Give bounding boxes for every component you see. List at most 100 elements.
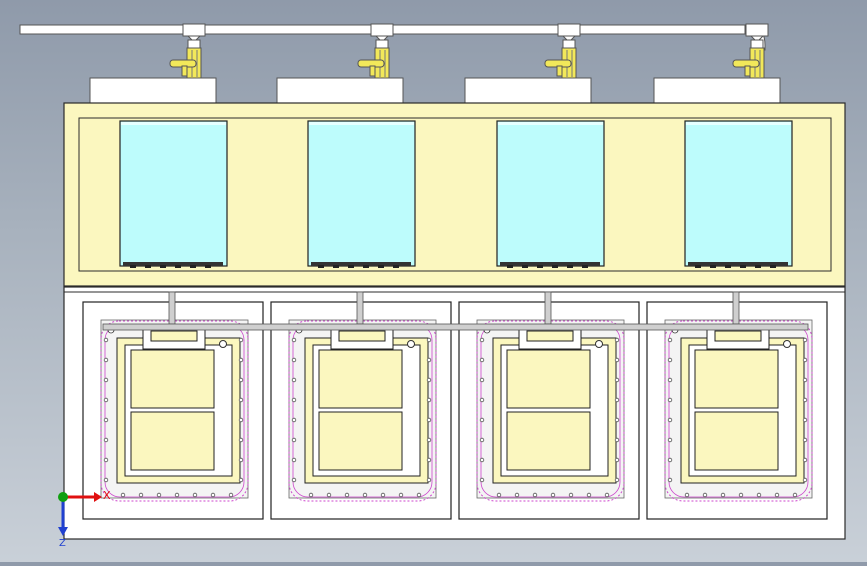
- cyan-window[interactable]: [496, 120, 605, 268]
- rivet-icon: [586, 492, 592, 498]
- lower-module[interactable]: [458, 291, 640, 520]
- latch-plate: [150, 330, 198, 342]
- pipe-tee[interactable]: [182, 23, 206, 37]
- door-pane-lower[interactable]: [694, 411, 779, 471]
- lower-module[interactable]: [646, 291, 828, 520]
- rivet-icon: [568, 492, 574, 498]
- pipe-tee[interactable]: [745, 23, 769, 37]
- window-pane[interactable]: [119, 120, 228, 267]
- horizontal-rod[interactable]: [102, 323, 809, 331]
- window-foot: [333, 265, 339, 268]
- door-pane-upper[interactable]: [694, 349, 779, 409]
- tee-outlet: [374, 35, 390, 43]
- rivet-icon: [238, 437, 244, 443]
- rivet-icon: [667, 457, 673, 463]
- window-base: [311, 262, 411, 266]
- rivet-icon: [416, 492, 422, 498]
- door-pane-upper[interactable]: [130, 349, 215, 409]
- bolt-icon: [783, 340, 791, 348]
- window-foot: [378, 265, 384, 268]
- rivet-icon: [479, 477, 485, 483]
- window-group: [119, 120, 793, 268]
- door-pane-upper[interactable]: [318, 349, 403, 409]
- rivet-icon: [238, 357, 244, 363]
- vertical-rod[interactable]: [168, 291, 176, 325]
- valve-stem: [369, 65, 376, 77]
- vertical-rod[interactable]: [544, 291, 552, 325]
- door-pane-lower[interactable]: [506, 411, 591, 471]
- rivet-icon: [291, 397, 297, 403]
- cyan-window[interactable]: [119, 120, 228, 268]
- rivet-icon: [426, 377, 432, 383]
- y-axis-dot: [58, 492, 68, 502]
- rivet-icon: [210, 492, 216, 498]
- rivet-icon: [802, 357, 808, 363]
- valve-assembly[interactable]: [544, 23, 581, 79]
- top-box[interactable]: [653, 77, 781, 104]
- window-highlight: [121, 122, 226, 125]
- top-box[interactable]: [276, 77, 404, 104]
- rivet-icon: [291, 417, 297, 423]
- window-foot: [710, 265, 716, 268]
- window-pane[interactable]: [307, 120, 416, 267]
- lower-module[interactable]: [82, 291, 264, 520]
- valve-assembly[interactable]: [732, 23, 769, 79]
- rivet-icon: [479, 397, 485, 403]
- window-foot: [695, 265, 701, 268]
- door-pane-lower[interactable]: [130, 411, 215, 471]
- top-box[interactable]: [464, 77, 592, 104]
- rivet-icon: [426, 477, 432, 483]
- upper-cabinet-inner: [78, 117, 832, 272]
- rivet-icon: [667, 397, 673, 403]
- cyan-window[interactable]: [307, 120, 416, 268]
- tee-outlet: [561, 35, 577, 43]
- window-pane[interactable]: [684, 120, 793, 267]
- rivet-icon: [667, 377, 673, 383]
- top-box[interactable]: [89, 77, 217, 104]
- door-pane-upper[interactable]: [506, 349, 591, 409]
- window-foot: [725, 265, 731, 268]
- rivet-icon: [291, 337, 297, 343]
- rivet-icon: [802, 377, 808, 383]
- vertical-rod[interactable]: [356, 291, 364, 325]
- window-foot: [363, 265, 369, 268]
- door-pane-lower[interactable]: [318, 411, 403, 471]
- window-foot: [160, 265, 166, 268]
- rivet-icon: [291, 377, 297, 383]
- coordinate-triad: X Z: [58, 489, 111, 549]
- valve-group: [89, 23, 781, 104]
- window-pane[interactable]: [496, 120, 605, 267]
- pipe-tee[interactable]: [370, 23, 394, 37]
- rivet-icon: [532, 492, 538, 498]
- pipe-tee[interactable]: [557, 23, 581, 37]
- valve-stem: [744, 65, 751, 77]
- rivet-icon: [362, 492, 368, 498]
- rivet-icon: [174, 492, 180, 498]
- window-foot: [582, 265, 588, 268]
- rivet-icon: [426, 457, 432, 463]
- cyan-window[interactable]: [684, 120, 793, 268]
- rivet-icon: [514, 492, 520, 498]
- lower-module[interactable]: [270, 291, 452, 520]
- latch-plate: [714, 330, 762, 342]
- rivet-icon: [120, 492, 126, 498]
- rivet-icon: [238, 457, 244, 463]
- rivet-icon: [667, 357, 673, 363]
- rivet-icon: [291, 357, 297, 363]
- rivet-icon: [802, 397, 808, 403]
- window-foot: [145, 265, 151, 268]
- rivet-icon: [238, 337, 244, 343]
- rivet-icon: [614, 477, 620, 483]
- window-highlight: [498, 122, 603, 125]
- rivet-icon: [238, 417, 244, 423]
- rivet-icon: [103, 477, 109, 483]
- rivet-icon: [380, 492, 386, 498]
- window-foot: [393, 265, 399, 268]
- valve-assembly[interactable]: [357, 23, 394, 79]
- module-group: [82, 291, 828, 520]
- rivet-icon: [479, 377, 485, 383]
- vertical-rod[interactable]: [732, 291, 740, 325]
- rivet-icon: [802, 477, 808, 483]
